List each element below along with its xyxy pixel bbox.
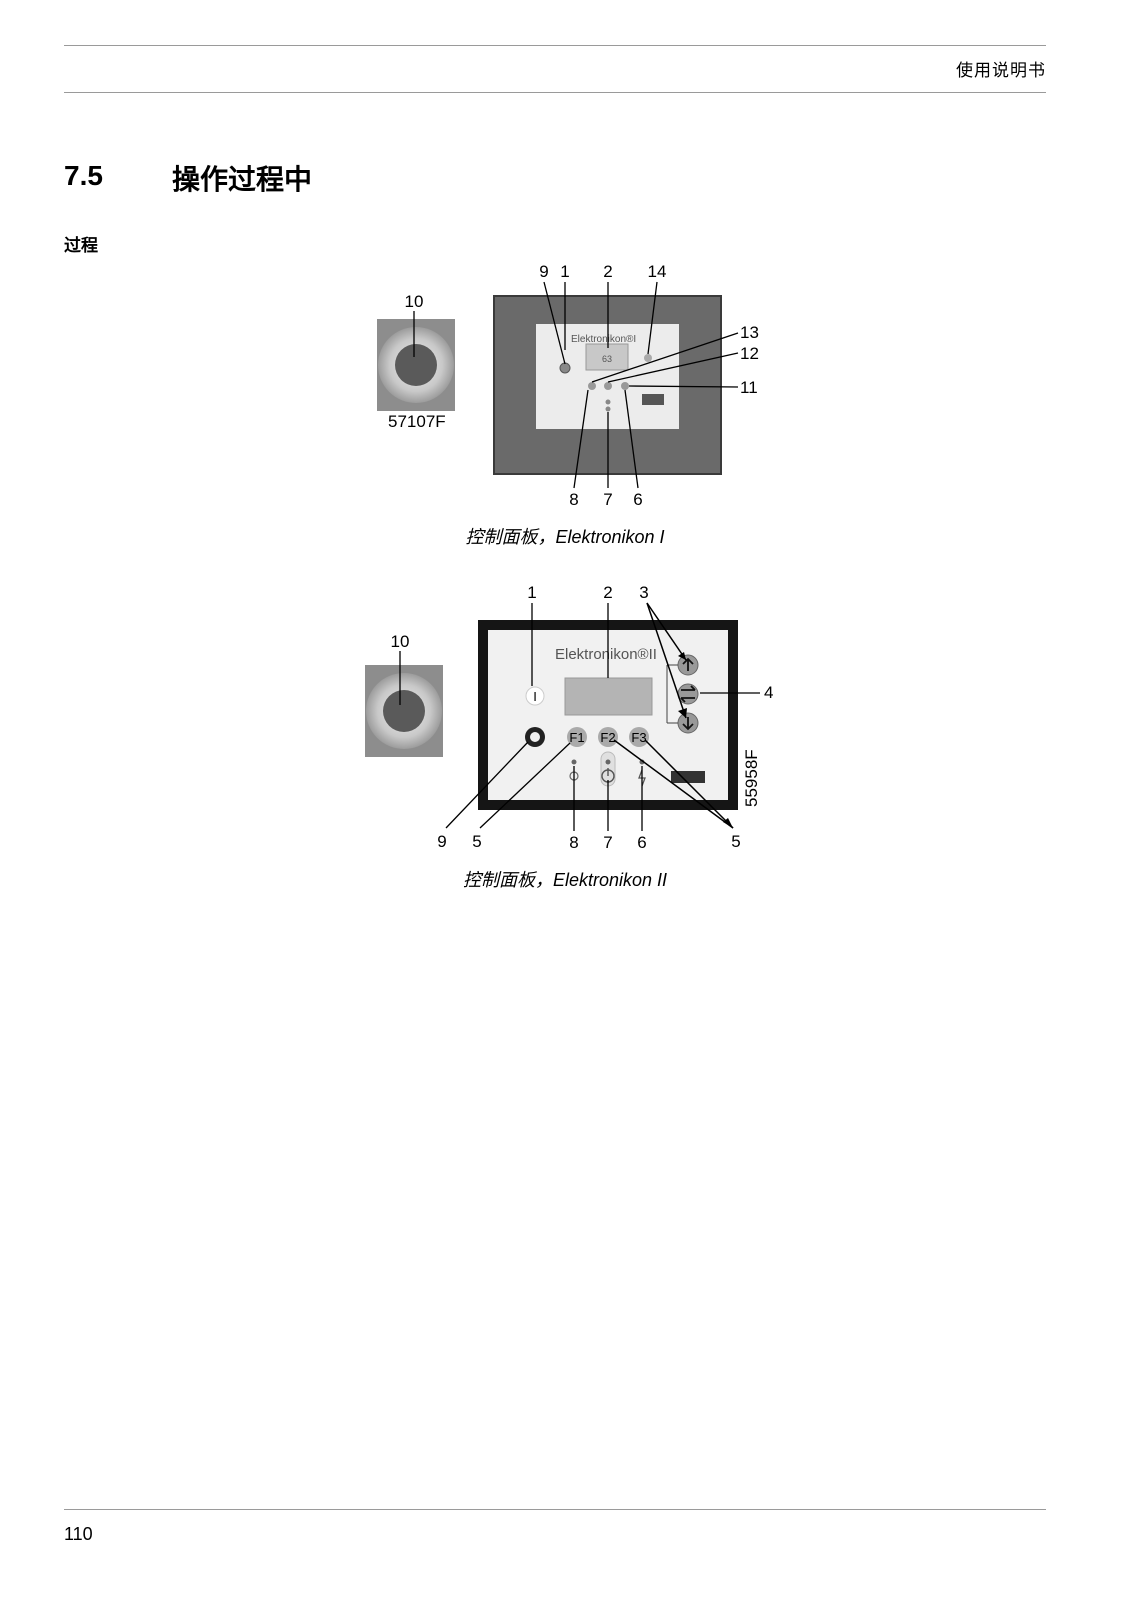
callout-9: 9 xyxy=(437,832,446,851)
header-rule-top xyxy=(64,45,1046,46)
key-f3: F3 xyxy=(631,730,646,745)
callout-2: 2 xyxy=(603,262,612,281)
callout-6: 6 xyxy=(633,490,642,509)
figure-elektronikon-1: 10 57107F 63 Elektronikon®I 9 1 2 14 13 … xyxy=(377,262,759,509)
page-number: 110 xyxy=(64,1524,93,1544)
callout-5a: 5 xyxy=(472,832,481,851)
panel-brand: Elektronikon®II xyxy=(555,646,657,663)
display-value: 63 xyxy=(602,354,612,364)
callout-10: 10 xyxy=(391,632,410,651)
section-number: 7.5 xyxy=(64,160,103,191)
callout-7: 7 xyxy=(603,833,612,852)
callout-6: 6 xyxy=(637,833,646,852)
callout-8: 8 xyxy=(569,490,578,509)
callout-13: 13 xyxy=(740,323,759,342)
figure-code: 57107F xyxy=(388,412,446,431)
callout-1: 1 xyxy=(560,262,569,281)
callout-12: 12 xyxy=(740,344,759,363)
panel-brand: Elektronikon®I xyxy=(571,334,636,345)
callout-7: 7 xyxy=(603,490,612,509)
section-title: 操作过程中 xyxy=(172,163,313,196)
subheading: 过程 xyxy=(64,236,98,256)
key-f1: F1 xyxy=(569,730,584,745)
callout-8: 8 xyxy=(569,833,578,852)
callout-11: 11 xyxy=(740,378,758,397)
callout-1: 1 xyxy=(527,583,536,602)
figure-code: 55958F xyxy=(742,749,761,807)
figure-1-caption: 控制面板，Elektronikon I xyxy=(465,527,665,547)
key-f2: F2 xyxy=(600,730,615,745)
callout-5b: 5 xyxy=(731,832,740,851)
footer-rule xyxy=(64,1509,1046,1510)
callout-14: 14 xyxy=(648,262,667,281)
emergency-stop-image xyxy=(365,665,443,757)
header-rule-bottom xyxy=(64,92,1046,93)
emergency-stop-image xyxy=(377,319,455,411)
figure-elektronikon-2: 10 Elektronikon®II I F1 F2 F3 55958F xyxy=(365,583,773,852)
figure-2-caption: 控制面板，Elektronikon II xyxy=(462,870,668,890)
callout-3: 3 xyxy=(639,583,648,602)
callout-10: 10 xyxy=(405,292,424,311)
callout-4: 4 xyxy=(764,683,773,702)
callout-9: 9 xyxy=(539,262,548,281)
document-title: 使用说明书 xyxy=(956,61,1046,81)
start-button-label: I xyxy=(533,689,537,704)
callout-2: 2 xyxy=(603,583,612,602)
